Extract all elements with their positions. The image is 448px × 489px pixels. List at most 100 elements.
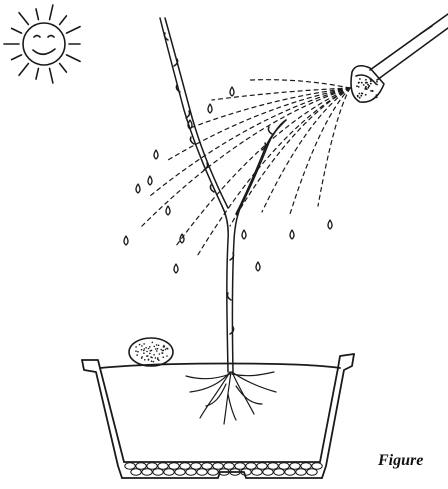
figure-caption: Figure: [378, 452, 423, 470]
stone-dot: [153, 361, 155, 363]
water-drop: [154, 150, 158, 159]
rose-hole: [356, 85, 358, 87]
pebble: [180, 463, 190, 469]
rose-hole: [370, 79, 372, 81]
stone-dot: [163, 345, 165, 347]
pebble: [213, 463, 223, 469]
sun-ray: [19, 13, 28, 25]
pebble: [164, 469, 174, 475]
rose-hole: [368, 85, 370, 87]
stone-dot: [144, 348, 146, 350]
stone-dot: [166, 355, 168, 357]
watering-can-spout-icon: [351, 14, 448, 102]
spray-line: [212, 88, 350, 100]
pebble: [257, 463, 267, 469]
rose-hole: [361, 92, 363, 94]
water-drop: [328, 220, 332, 229]
stem-buds: [164, 33, 272, 334]
sun-icon: [4, 5, 80, 83]
rose-hole: [367, 84, 369, 86]
pebble: [169, 463, 179, 469]
stone-dot: [165, 349, 167, 351]
rose-hole: [358, 86, 360, 88]
pebble: [307, 469, 317, 475]
spray-line: [196, 88, 350, 258]
water-drop: [290, 230, 294, 239]
rose-holes: [356, 78, 378, 99]
root: [232, 372, 274, 376]
pebble: [197, 469, 207, 475]
pebble: [136, 463, 146, 469]
pebble: [131, 469, 141, 475]
pebble: [147, 463, 157, 469]
bud: [268, 127, 272, 134]
stone-dot: [135, 346, 137, 348]
rose-hole: [358, 82, 360, 84]
water-drop: [136, 184, 140, 193]
pebble: [175, 469, 185, 475]
spray-line: [250, 80, 350, 88]
stone-dot: [152, 342, 154, 344]
pebble: [290, 463, 300, 469]
stone-dot: [149, 353, 151, 355]
rose-hole: [372, 90, 374, 92]
pebble: [202, 463, 212, 469]
pebble: [208, 469, 218, 475]
rose-hole: [376, 81, 378, 83]
rose-hole: [371, 80, 373, 82]
pebble: [301, 463, 311, 469]
sun-ray: [67, 55, 81, 62]
rose-hole: [357, 96, 359, 98]
rose-hole: [359, 93, 361, 95]
gravel-layer: [125, 463, 322, 475]
stone-dot: [143, 352, 145, 354]
stone-dot: [147, 355, 149, 357]
rose-hole: [370, 83, 372, 85]
sun-ray: [36, 9, 38, 20]
rose-hole: [365, 86, 367, 88]
pebble: [235, 463, 245, 469]
sun-ray: [60, 16, 67, 25]
pebble: [279, 463, 289, 469]
stone-dot: [143, 350, 145, 352]
rose-hole: [365, 94, 367, 96]
stone-dot: [143, 343, 145, 345]
water-drop: [230, 87, 234, 96]
rose-hole: [374, 97, 376, 99]
stone-dot: [137, 351, 139, 353]
stone-dot: [135, 350, 137, 352]
water-drop: [174, 264, 178, 273]
sun-ray: [50, 68, 53, 83]
water-drop: [208, 104, 212, 113]
sun-ray: [50, 5, 53, 20]
stone-dot: [162, 352, 164, 354]
rose-hole: [366, 82, 368, 84]
pebble: [191, 463, 201, 469]
bud: [227, 293, 231, 300]
pebble: [153, 469, 163, 475]
roots: [186, 372, 276, 424]
pebble: [142, 469, 152, 475]
stone-dot: [163, 350, 165, 352]
stone-dot: [156, 344, 158, 346]
water-drop: [242, 230, 246, 239]
water-drop: [124, 236, 128, 245]
rose-hole: [361, 82, 363, 84]
pebble: [252, 469, 262, 475]
stone-dot: [145, 347, 147, 349]
stone-dot: [151, 350, 153, 352]
rose-hole: [367, 87, 369, 89]
pebble: [158, 463, 168, 469]
pebble: [186, 469, 196, 475]
stone-dot: [160, 349, 162, 351]
sapling-tree: [160, 18, 286, 372]
pebble: [263, 469, 273, 475]
root: [228, 394, 236, 420]
bud: [186, 111, 190, 118]
pebble: [312, 463, 322, 469]
stone-dot: [157, 357, 159, 359]
water-drop: [166, 206, 170, 215]
stone-dot: [146, 351, 148, 353]
stone-dot: [141, 345, 143, 347]
